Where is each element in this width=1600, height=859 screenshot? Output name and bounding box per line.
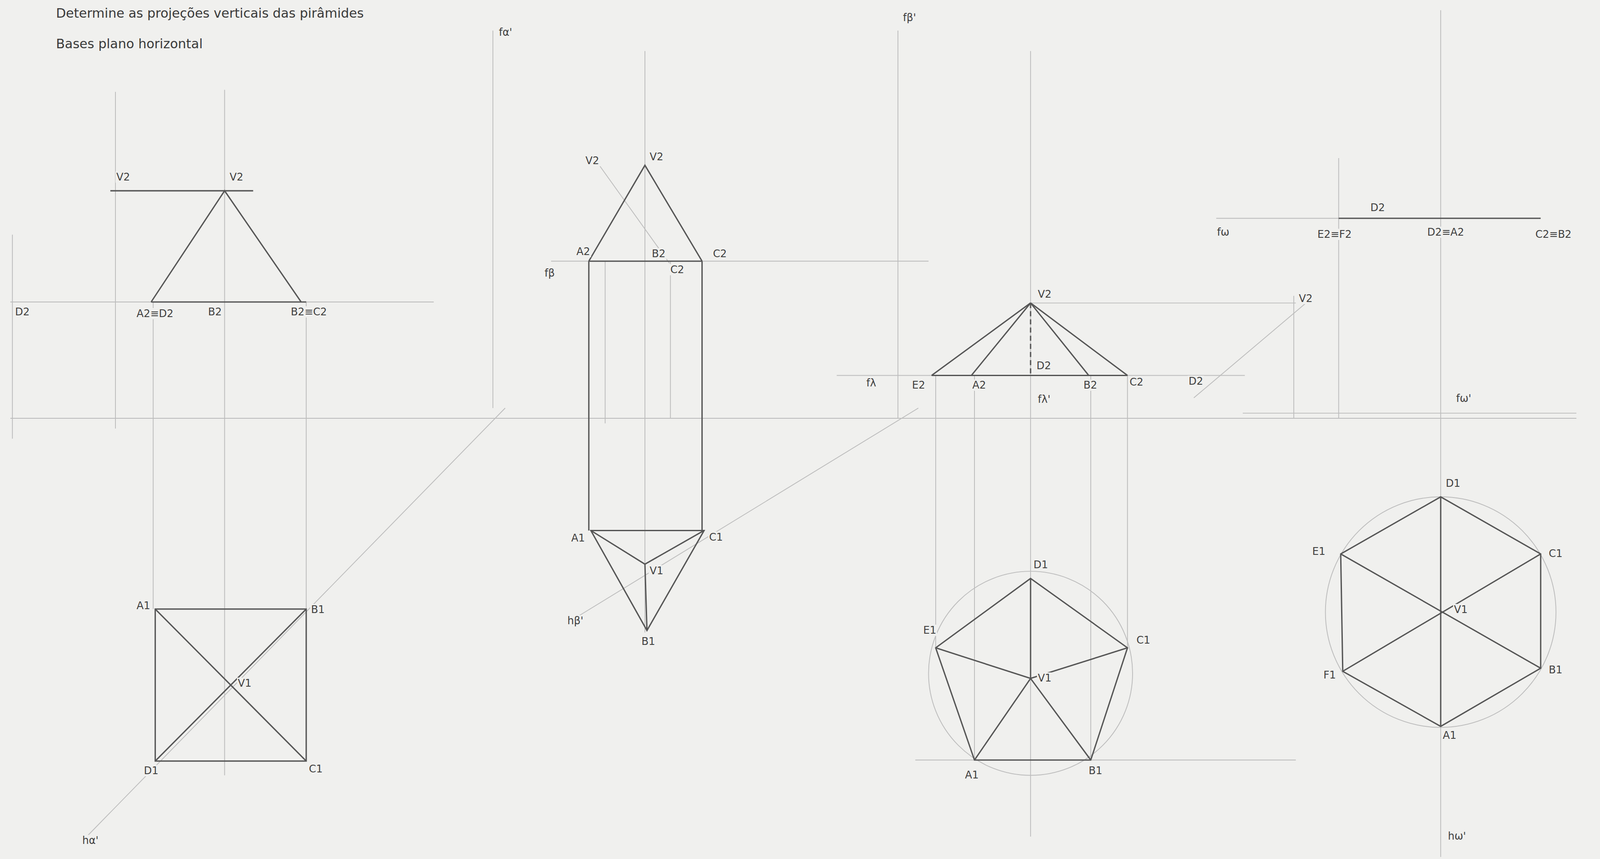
- point-label: E2≡F2: [1316, 228, 1353, 240]
- point-label: fλ': [1036, 393, 1052, 405]
- point-label: hω': [1447, 830, 1467, 842]
- point-label: A1: [570, 532, 586, 544]
- point-label: C1: [308, 763, 324, 775]
- point-label: V1: [236, 677, 253, 689]
- point-label: fω: [1216, 226, 1231, 238]
- point-label: V1: [1453, 603, 1469, 616]
- point-label: hα': [81, 834, 100, 847]
- point-label: B1: [1087, 765, 1104, 777]
- point-label: A2≡D2: [135, 308, 175, 320]
- point-label: F1: [1322, 669, 1337, 681]
- point-label: C2: [712, 248, 728, 260]
- point-label: C2: [669, 264, 685, 276]
- point-label: D1: [143, 765, 160, 777]
- point-label: A2: [575, 245, 592, 258]
- point-label: fω': [1455, 392, 1473, 405]
- point-label: E1: [1311, 545, 1327, 558]
- point-label: C1: [708, 531, 724, 543]
- point-label: E2: [911, 379, 926, 391]
- point-label: A2: [971, 379, 987, 391]
- point-label: D1: [1444, 477, 1462, 489]
- point-label: V2: [1036, 288, 1053, 300]
- point-label: B2≡C2: [289, 306, 328, 318]
- point-label: D1: [1032, 559, 1050, 571]
- construction-lines: [10, 10, 1577, 858]
- pyramid-lines: [110, 165, 1541, 762]
- point-label: C2: [1128, 376, 1145, 388]
- point-label: B1: [310, 603, 326, 616]
- point-label: fβ': [902, 12, 917, 24]
- point-label: V2: [1298, 292, 1314, 305]
- point-label: A1: [1441, 729, 1458, 741]
- point-label: C1: [1547, 547, 1564, 560]
- point-label: C2≡B2: [1534, 228, 1573, 240]
- point-label: D2≡A2: [1426, 226, 1466, 238]
- point-label: V2: [228, 171, 245, 183]
- point-label: B2: [650, 248, 667, 260]
- point-label: fλ: [865, 377, 878, 389]
- point-label: V2: [115, 171, 131, 183]
- point-label: D2: [1035, 360, 1053, 372]
- point-label: V2: [648, 151, 665, 163]
- point-label: B1: [1547, 664, 1564, 676]
- point-label: B2: [1082, 379, 1099, 391]
- subtitle: Bases plano horizontal: [56, 36, 203, 51]
- point-label: A1: [135, 600, 152, 612]
- point-label: D2: [14, 306, 31, 318]
- point-label: V2: [584, 155, 601, 167]
- point-label: B1: [640, 635, 657, 648]
- point-label: A1: [964, 769, 980, 781]
- title: Determine as projeções verticais das pir…: [56, 6, 364, 21]
- point-label: D2: [1369, 202, 1386, 214]
- point-label: D2: [1187, 375, 1205, 387]
- point-label: hβ': [566, 615, 585, 627]
- point-label: V1: [648, 565, 665, 577]
- point-label: C1: [1135, 634, 1152, 646]
- point-label: fβ: [543, 267, 556, 279]
- point-label: E1: [922, 624, 937, 636]
- point-label: fα': [498, 26, 514, 38]
- point-label: V1: [1036, 672, 1053, 684]
- point-label: B2: [207, 306, 223, 318]
